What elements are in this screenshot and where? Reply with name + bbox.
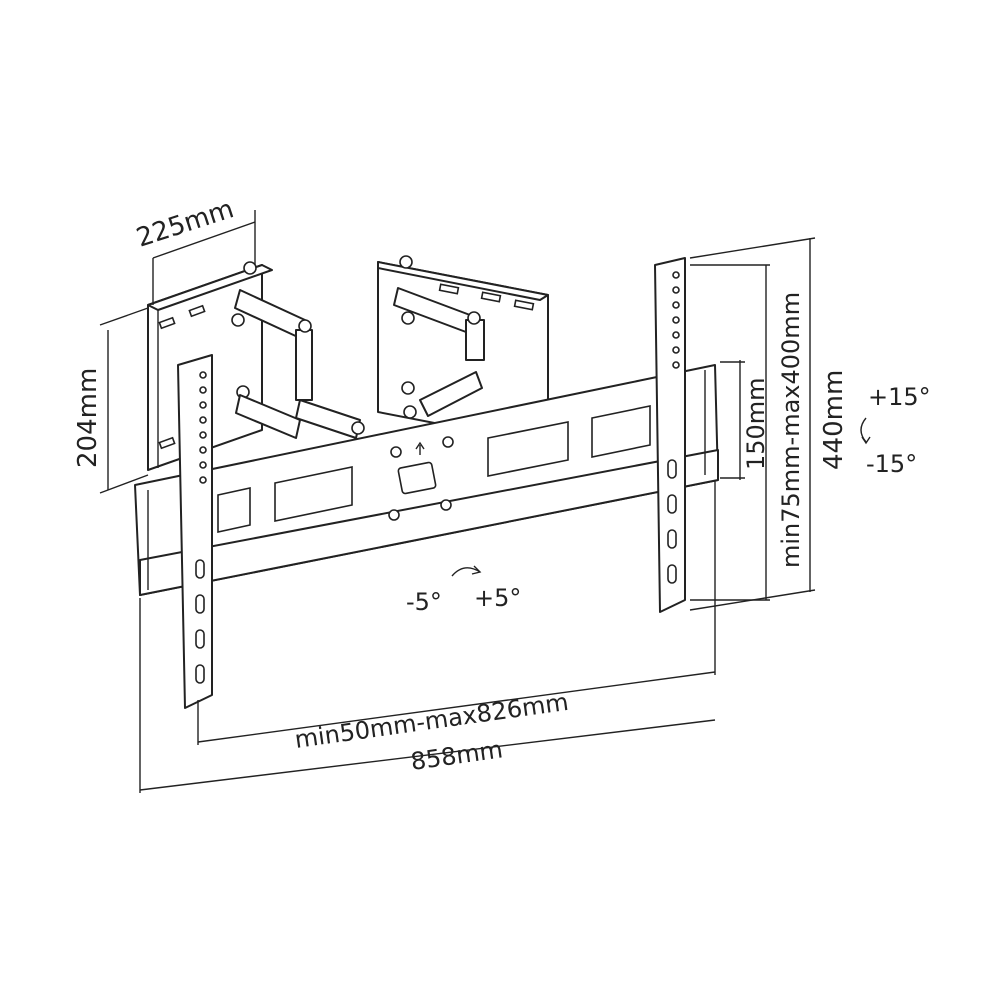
dim-horizontal-range: min50mm-max826mm bbox=[293, 688, 570, 754]
left-vertical-rail bbox=[177, 354, 213, 709]
right-vertical-rail bbox=[654, 257, 686, 613]
dim-overall-height: 440mm bbox=[819, 370, 849, 470]
dim-rail-vertical-range: min75mm-max400mm bbox=[777, 292, 805, 568]
articulating-arms bbox=[234, 287, 485, 439]
tilt-down-label: -15° bbox=[866, 450, 917, 478]
dim-rail-spacing: 150mm bbox=[742, 377, 770, 470]
dim-overall-width: 858mm bbox=[409, 735, 505, 776]
tilt-up-label: +15° bbox=[868, 383, 931, 411]
horizontal-beam bbox=[134, 364, 719, 596]
dimension-lines bbox=[99, 210, 871, 793]
dim-plate-height: 204mm bbox=[73, 368, 103, 468]
swivel-right-label: +5° bbox=[474, 584, 521, 612]
swivel-left-label: -5° bbox=[406, 588, 442, 616]
dim-plate-width: 225mm bbox=[133, 194, 238, 254]
